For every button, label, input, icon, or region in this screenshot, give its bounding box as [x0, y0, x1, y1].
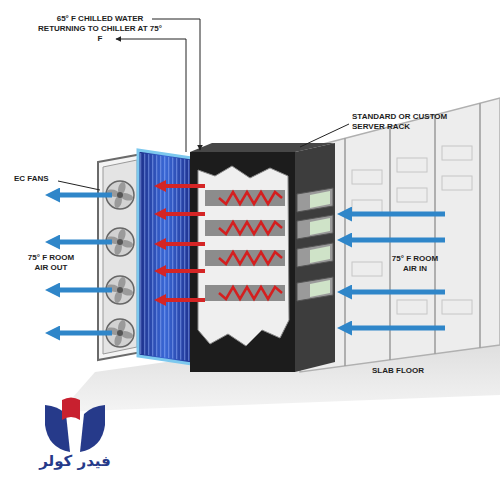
air-in-arrow [352, 326, 445, 331]
server-outline [352, 170, 382, 184]
hot-air-arrow [166, 298, 205, 302]
heat-wave [219, 222, 282, 234]
server-vent [310, 191, 330, 208]
hot-air-arrow [166, 212, 205, 216]
air-in-label: 75° F ROOM AIR IN [384, 254, 446, 274]
rack-divider [479, 103, 481, 348]
hot-air-arrow [166, 184, 205, 188]
heat-wave [219, 192, 282, 204]
rack-front [190, 152, 295, 372]
fan-panel-inner [103, 160, 137, 354]
hot-air-arrow [166, 269, 205, 273]
rack-side [295, 143, 335, 372]
rack-cutaway [198, 166, 289, 346]
server-outline [397, 300, 427, 314]
server-outline [397, 188, 427, 202]
water-leader [116, 39, 186, 152]
air-out-arrow [60, 331, 112, 336]
fan-panel [98, 154, 142, 360]
server-body [205, 220, 285, 236]
heat-wave [219, 252, 282, 264]
air-in-arrow [352, 290, 445, 295]
server-body [205, 190, 285, 206]
rack-leader [300, 124, 349, 147]
server-vent [310, 280, 330, 297]
server-vent [310, 218, 330, 235]
server-body [205, 250, 285, 266]
server-outline [442, 176, 472, 190]
fan-label: EC FANS [14, 174, 64, 184]
air-out-label: 75° F ROOM AIR OUT [20, 253, 82, 273]
floor-label: SLAB FLOOR [372, 366, 462, 376]
air-out-arrow [60, 288, 112, 293]
rack-label: STANDARD OR CUSTOM SERVER RACK [352, 112, 462, 132]
hot-air-arrow [166, 242, 205, 246]
logo-petal [80, 405, 105, 452]
logo-text: فیدر کولر [20, 452, 130, 471]
rack-divider [389, 127, 391, 360]
air-in-arrow [352, 238, 445, 243]
server-front [297, 215, 333, 239]
air-out-arrow [60, 240, 112, 245]
callout-text: 65° F CHILLED WATER RETURNING TO CHILLER… [35, 14, 165, 44]
fan-leader [58, 181, 100, 190]
server-front [297, 277, 333, 301]
server-front [297, 243, 333, 267]
heat-wave [219, 287, 282, 299]
server-front [297, 188, 333, 212]
cooling-coil [138, 150, 192, 364]
server-vent [310, 246, 330, 263]
logo-petal [62, 398, 80, 421]
air-in-arrow [352, 212, 445, 217]
rack-divider [434, 115, 436, 354]
server-outline [442, 300, 472, 314]
server-outline [397, 158, 427, 172]
rack-divider [344, 138, 346, 366]
server-outline [442, 146, 472, 160]
server-body [205, 285, 285, 301]
server-outline [352, 262, 382, 276]
air-out-arrow [60, 193, 112, 198]
